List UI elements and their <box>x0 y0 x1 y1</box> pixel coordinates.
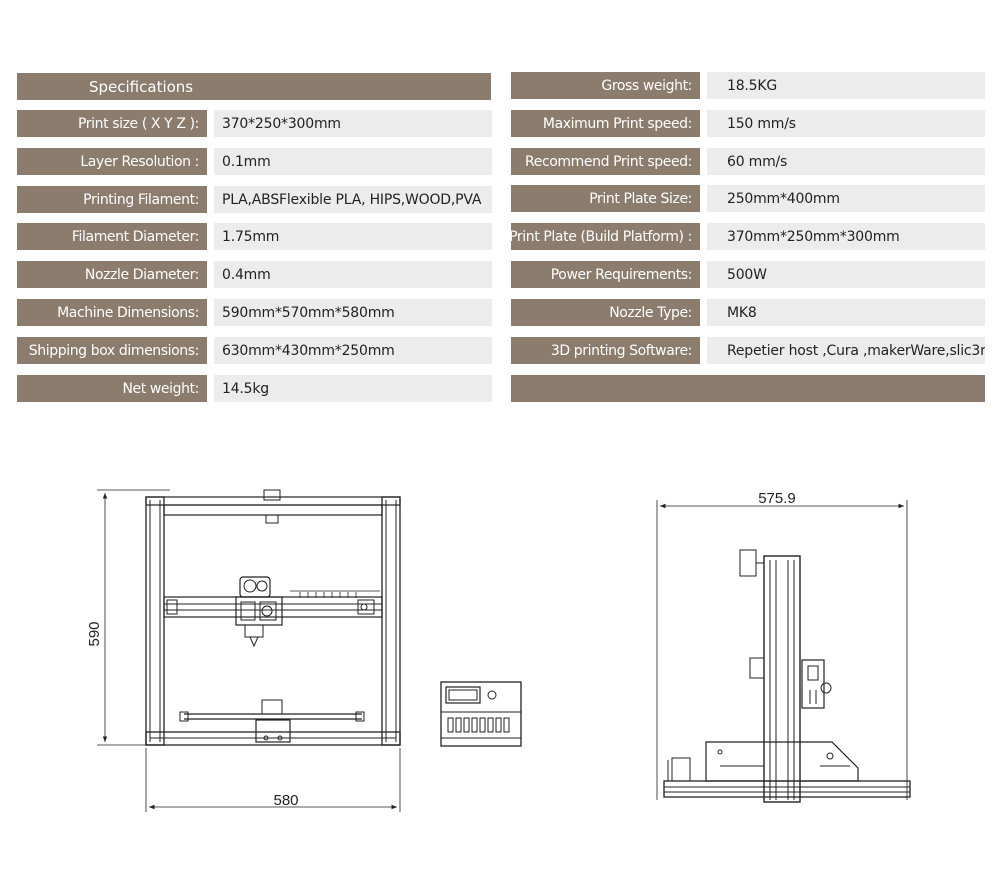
spec-label: Recommend Print speed: <box>511 148 700 175</box>
spec-value: 370mm*250mm*300mm <box>707 223 985 250</box>
spec-label: Printing Filament: <box>17 186 207 213</box>
side-width-dimension: 575.9 <box>758 490 796 507</box>
spec-label: Print size ( X Y Z ): <box>17 110 207 137</box>
spec-label: Maximum Print speed: <box>511 110 700 137</box>
spec-row-nozzle-type: Nozzle Type: MK8 <box>511 299 985 326</box>
empty-bar <box>511 375 985 402</box>
spec-label: Net weight: <box>17 375 207 402</box>
spec-value: 630mm*430mm*250mm <box>214 337 492 364</box>
spec-row-print-plate-size: Print Plate Size: 250mm*400mm <box>511 185 985 212</box>
spec-label: Shipping box dimensions: <box>17 337 207 364</box>
spec-label: 3D printing Software: <box>511 337 700 364</box>
control-box-drawing <box>440 681 522 747</box>
spec-row-filament-diameter: Filament Diameter: 1.75mm <box>17 223 492 250</box>
spec-value: 370*250*300mm <box>214 110 492 137</box>
spec-value: PLA,ABSFlexible PLA, HIPS,WOOD,PVA <box>214 186 492 213</box>
spec-value: 250mm*400mm <box>707 185 985 212</box>
spec-row-nozzle-diameter: Nozzle Diameter: 0.4mm <box>17 261 492 288</box>
spec-label: Gross weight: <box>511 72 700 99</box>
spec-label: Print Plate Size: <box>511 185 700 212</box>
spec-value: 0.4mm <box>214 261 492 288</box>
spec-row-power-requirements: Power Requirements: 500W <box>511 261 985 288</box>
spec-row-net-weight: Net weight: 14.5kg <box>17 375 492 402</box>
spec-label: Print Plate (Build Platform) : <box>511 223 700 250</box>
spec-value: 0.1mm <box>214 148 492 175</box>
spec-row-shipping-box: Shipping box dimensions: 630mm*430mm*250… <box>17 337 492 364</box>
spec-row-layer-resolution: Layer Resolution : 0.1mm <box>17 148 492 175</box>
spec-value: 150 mm/s <box>707 110 985 137</box>
front-width-dimension: 580 <box>273 792 298 809</box>
spec-row-recommend-print-speed: Recommend Print speed: 60 mm/s <box>511 148 985 175</box>
front-height-dimension: 590 <box>86 621 103 646</box>
spec-row-machine-dimensions: Machine Dimensions: 590mm*570mm*580mm <box>17 299 492 326</box>
spec-row-printing-software: 3D printing Software: Repetier host ,Cur… <box>511 337 985 364</box>
spec-value: MK8 <box>707 299 985 326</box>
spec-label: Filament Diameter: <box>17 223 207 250</box>
spec-value: 14.5kg <box>214 375 492 402</box>
spec-value: 590mm*570mm*580mm <box>214 299 492 326</box>
spec-row-print-size: Print size ( X Y Z ): 370*250*300mm <box>17 110 492 137</box>
side-view-drawing <box>656 500 911 803</box>
spec-label: Nozzle Diameter: <box>17 261 207 288</box>
spec-row-printing-filament: Printing Filament: PLA,ABSFlexible PLA, … <box>17 186 492 213</box>
spec-row-print-plate-build: Print Plate (Build Platform) : 370mm*250… <box>511 223 985 250</box>
spec-label: Power Requirements: <box>511 261 700 288</box>
spec-value: 1.75mm <box>214 223 492 250</box>
spec-row-gross-weight: Gross weight: 18.5KG <box>511 72 985 99</box>
spec-label: Machine Dimensions: <box>17 299 207 326</box>
spec-label: Layer Resolution : <box>17 148 207 175</box>
spec-value: 500W <box>707 261 985 288</box>
specifications-header: Specifications <box>17 73 491 100</box>
spec-value: 60 mm/s <box>707 148 985 175</box>
spec-row-max-print-speed: Maximum Print speed: 150 mm/s <box>511 110 985 137</box>
front-view-drawing <box>97 489 401 812</box>
spec-value: Repetier host ,Cura ,makerWare,slic3r <box>707 337 985 364</box>
spec-value: 18.5KG <box>707 72 985 99</box>
specifications-title: Specifications <box>89 77 194 96</box>
spec-label: Nozzle Type: <box>511 299 700 326</box>
